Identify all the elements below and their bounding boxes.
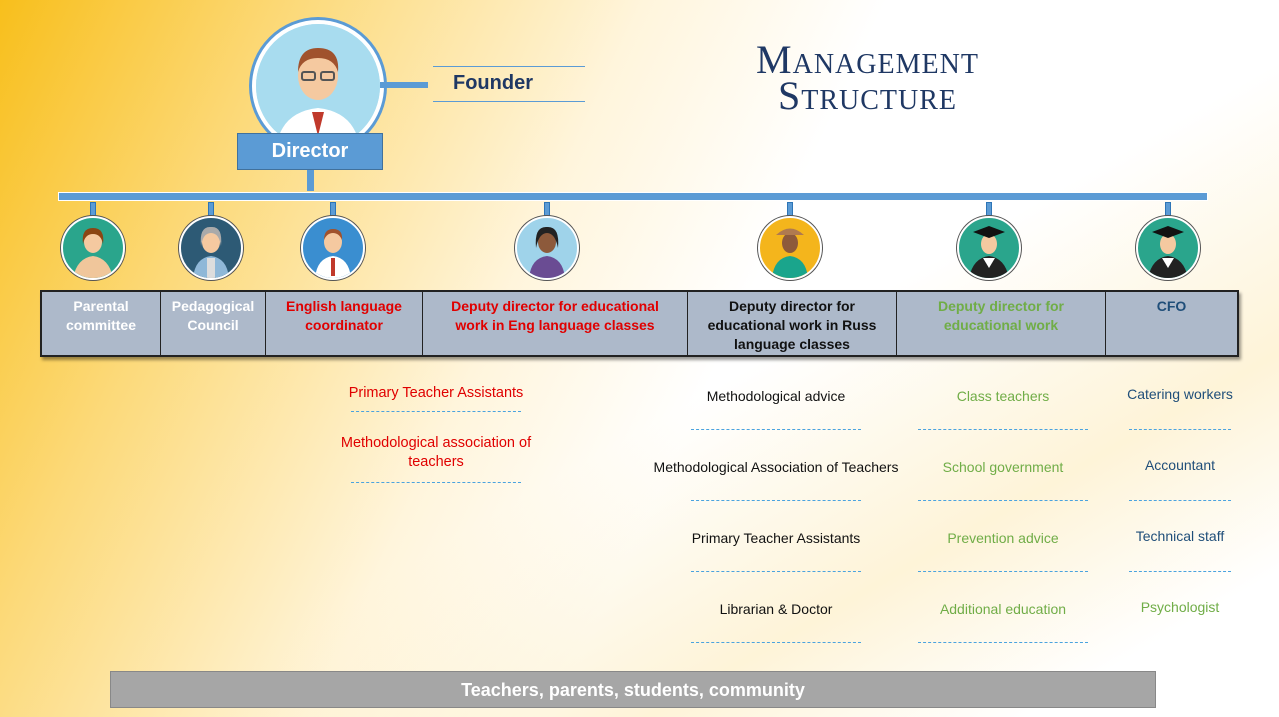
list-item: Librarian & Doctor [640,601,912,672]
title-line-1: Management [756,37,979,82]
list-item: Technical staff [1110,528,1250,599]
list-item-label: Prevention advice [947,530,1059,546]
list-item: Methodological Association of Teachers [640,459,912,530]
teacher-avatar-icon [515,216,579,280]
divider [691,429,861,430]
divider [1129,429,1231,430]
role-english-coordinator: English language coordinator [266,292,423,355]
role-pedagogical-council: Pedagogical Council [161,292,266,355]
stem [986,202,992,216]
list-item-label: Librarian & Doctor [719,601,833,617]
divider [918,500,1088,501]
elder-avatar-icon [179,216,243,280]
page-title: Management Structure [700,37,1035,118]
list-item: Psychologist [1110,599,1250,670]
founder-label: Founder [433,66,585,102]
list-item: Class teachers [903,388,1103,459]
stem [787,202,793,216]
roles-table: Parental committee Pedagogical Council E… [40,290,1239,357]
community-bar: Teachers, parents, students, community [110,671,1156,708]
founder-connector [380,82,428,88]
divider [691,571,861,572]
list-item-label: Psychologist [1140,599,1220,615]
english-list: Primary Teacher Assistants Methodologica… [330,385,542,483]
list-item: Additional education [903,601,1103,672]
divider [351,482,521,483]
stem [90,202,96,216]
list-item-label: Class teachers [956,388,1050,404]
list-item-label: Methodological Association of Teachers [653,459,899,475]
role-cfo: CFO [1156,298,1187,314]
list-item-label: Catering workers [1127,386,1233,402]
woman-hat-avatar-icon [758,216,822,280]
director-box: Director [237,133,383,170]
divider [691,500,861,501]
russ-list: Methodological advice Methodological Ass… [640,388,912,672]
list-item-label: Primary Teacher Assistants [691,530,861,546]
list-item: Catering workers [1110,386,1250,457]
director-connector [307,170,314,191]
divider [918,571,1088,572]
educational-list: Class teachers School government Prevent… [903,388,1103,672]
director-avatar-icon [252,20,384,152]
list-item-label: Methodological advice [706,388,846,404]
list-item-label: Technical staff [1135,528,1225,544]
divider [691,642,861,643]
man-avatar-icon [301,216,365,280]
stem [544,202,550,216]
list-item: Primary Teacher Assistants [348,385,524,401]
graduate-avatar-icon [1136,216,1200,280]
list-item: Primary Teacher Assistants [640,530,912,601]
role-parental-committee: Parental committee [42,292,161,355]
hierarchy-bar [58,192,1208,201]
list-item: Accountant [1110,457,1250,528]
divider [1129,500,1231,501]
cfo-list: Catering workers Accountant Technical st… [1110,386,1250,670]
list-item: Methodological advice [640,388,912,459]
stem [330,202,336,216]
graduate-avatar-icon [957,216,1021,280]
divider [918,642,1088,643]
list-item: Methodological association of teachers [340,435,532,470]
role-deputy-russ: Deputy director for educational work in … [688,292,897,355]
list-item-label: School government [942,459,1064,475]
list-item-label: Accountant [1144,457,1216,473]
list-item: School government [903,459,1103,530]
stem [1165,202,1171,216]
role-deputy-educational: Deputy director for educational work [897,292,1106,355]
divider [918,429,1088,430]
list-item-label: Additional education [939,601,1067,617]
list-item: Prevention advice [903,530,1103,601]
title-line-2: Structure [777,73,958,118]
divider [351,411,521,412]
woman-avatar-icon [61,216,125,280]
stem [208,202,214,216]
divider [1129,571,1231,572]
role-deputy-eng: Deputy director for educational work in … [423,292,688,355]
